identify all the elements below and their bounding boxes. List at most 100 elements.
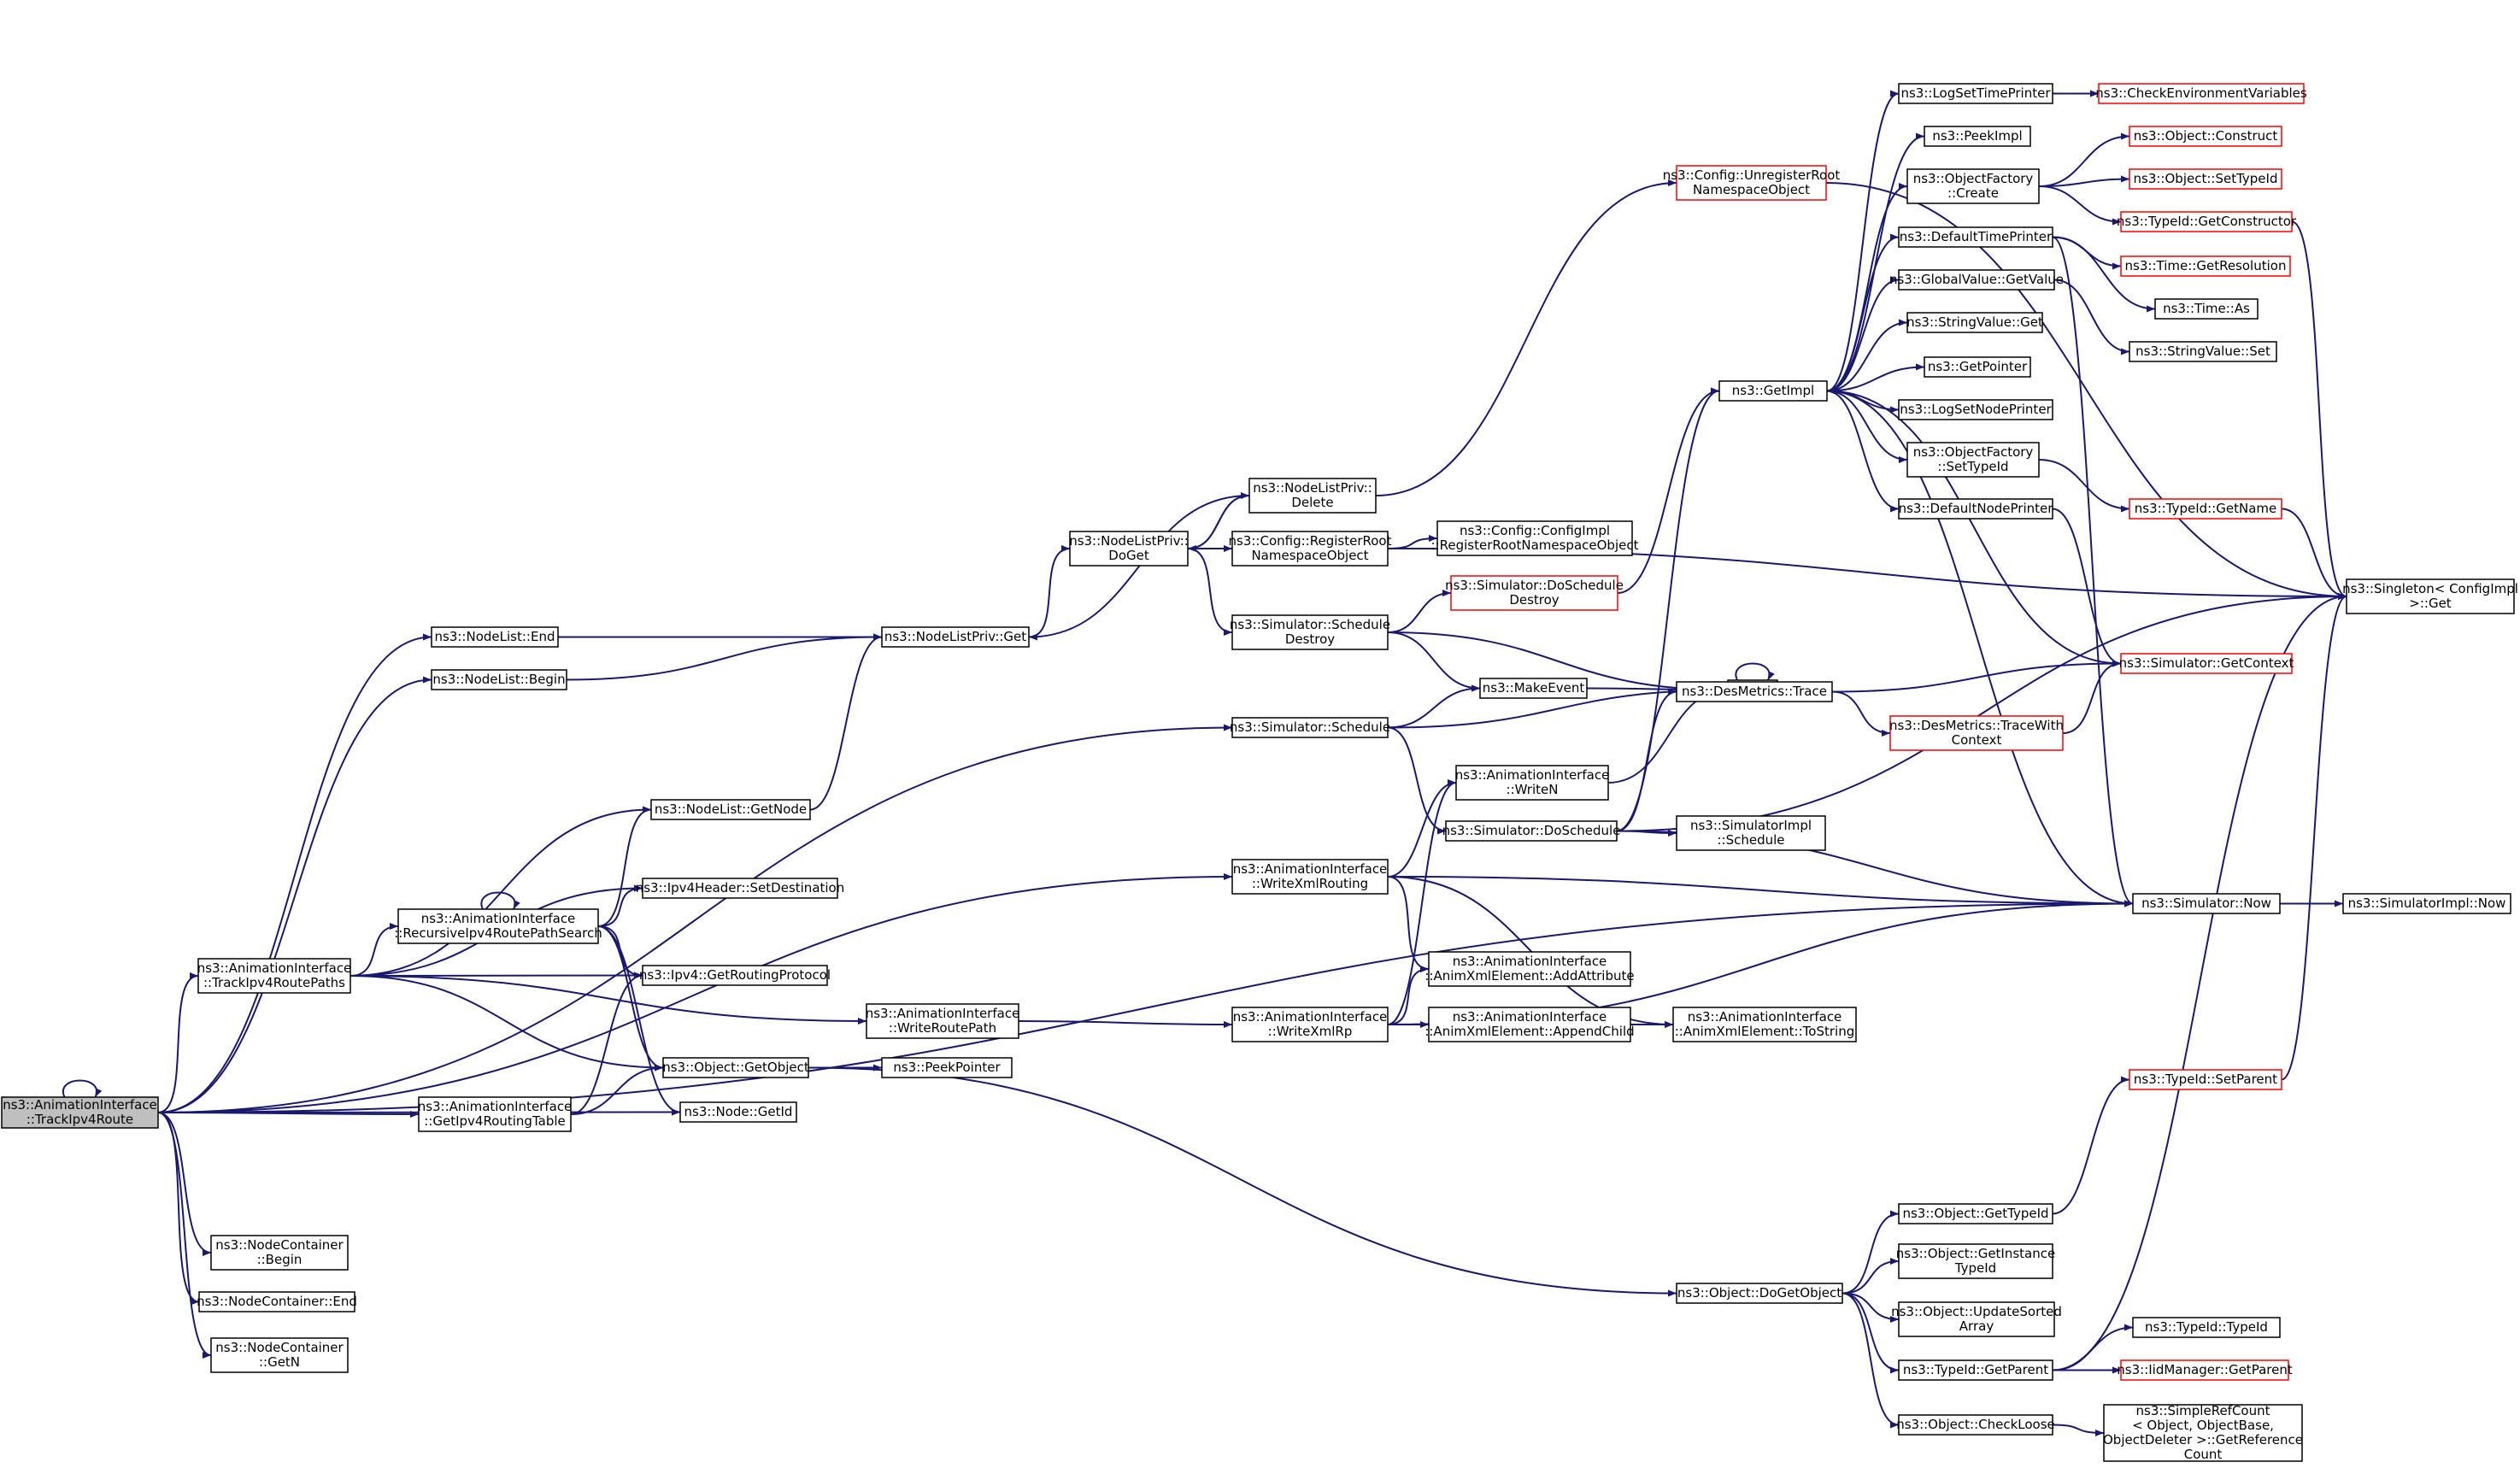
edge-obj-dogetobject-to-obj-updatesorted <box>1842 1292 1900 1323</box>
node-label: ns3::NodeContainer <box>215 1237 344 1253</box>
node-ipv4-getrp[interactable]: ns3::Ipv4::GetRoutingProtocol <box>639 965 831 986</box>
node-ai-trackpaths[interactable]: ns3::AnimationInterface::TrackIpv4RouteP… <box>197 958 352 994</box>
edge-root-to-nc-getn <box>157 1112 212 1359</box>
node-axe-addattr[interactable]: ns3::AnimationInterface::AnimXmlElement:… <box>1424 951 1635 987</box>
node-nlp-doget[interactable]: ns3::NodeListPriv::DoGet <box>1069 531 1189 567</box>
node-box <box>1906 312 2043 333</box>
node-nc-end[interactable]: ns3::NodeContainer::End <box>197 1291 357 1312</box>
node-ai-writeroutepath[interactable]: ns3::AnimationInterface::WriteRoutePath <box>866 1003 1020 1039</box>
node-nlp-get[interactable]: ns3::NodeListPriv::Get <box>881 626 1030 648</box>
edge-sim-doschedule-to-singleton-get <box>1616 593 2347 832</box>
node-axe-tostring[interactable]: ns3::AnimationInterface::AnimXmlElement:… <box>1672 1007 1857 1042</box>
node-typeid-getparent[interactable]: ns3::TypeId::GetParent <box>1898 1359 2053 1381</box>
edge-getimpl-to-defaulttimeprinter <box>1826 233 1900 392</box>
node-simimpl-schedule[interactable]: ns3::SimulatorImpl::Schedule <box>1676 815 1826 851</box>
node-ai-writen[interactable]: ns3::AnimationInterface::WriteN <box>1455 765 1610 801</box>
node-desm-trace[interactable]: ns3::DesMetrics::Trace <box>1676 681 1833 702</box>
node-simplerefcount[interactable]: ns3::SimpleRefCount< Object, ObjectBase,… <box>2103 1403 2303 1462</box>
node-nl-begin[interactable]: ns3::NodeList::Begin <box>431 669 567 690</box>
node-defaulttimeprinter[interactable]: ns3::DefaultTimePrinter <box>1898 226 2053 248</box>
node-label: ns3::NodeList::Begin <box>432 672 565 687</box>
node-logsetnodeprinter[interactable]: ns3::LogSetNodePrinter <box>1898 399 2053 420</box>
node-peekpointer[interactable]: ns3::PeekPointer <box>881 1057 1013 1078</box>
node-sim-doschedule[interactable]: ns3::Simulator::DoSchedule <box>1442 820 1621 842</box>
node-obj-construct[interactable]: ns3::Object::Construct <box>2129 126 2282 147</box>
node-time-as[interactable]: ns3::Time::As <box>2154 298 2259 320</box>
node-root[interactable]: ns3::AnimationInterface::TrackIpv4Route <box>1 1096 159 1129</box>
node-singleton-get[interactable]: ns3::Singleton< ConfigImpl>::Get <box>2342 578 2518 614</box>
node-checkenv[interactable]: ns3::CheckEnvironmentVariables <box>2095 83 2307 104</box>
node-cfg-unreg[interactable]: ns3::Config::UnregisterRootNamespaceObje… <box>1663 165 1841 201</box>
node-box <box>642 965 828 986</box>
node-label: ns3::ObjectFactory <box>1913 171 2034 186</box>
node-stringvalue-get[interactable]: ns3::StringValue::Get <box>1906 312 2043 333</box>
edge-getimpl-to-globalvalue-get <box>1826 276 1900 392</box>
node-getpointer[interactable]: ns3::GetPointer <box>1924 356 2031 378</box>
edge-getimpl-to-stringvalue-get <box>1826 319 1908 392</box>
node-cfg-reg[interactable]: ns3::Config::RegisterRootNamespaceObject <box>1229 531 1392 567</box>
node-label: ns3::NodeListPriv:: <box>1253 480 1372 496</box>
node-cfgimpl-reg[interactable]: ns3::Config::ConfigImpl::RegisterRootNam… <box>1431 520 1639 556</box>
node-obj-checkloose[interactable]: ns3::Object::CheckLoose <box>1896 1414 2055 1436</box>
node-typeid-getname[interactable]: ns3::TypeId::GetName <box>2129 498 2282 520</box>
node-label: NamespaceObject <box>1693 182 1810 197</box>
node-ai-writexmlrouting[interactable]: ns3::AnimationInterface::WriteXmlRouting <box>1231 859 1389 895</box>
node-label: ns3::Time::As <box>2163 301 2250 316</box>
node-time-getres[interactable]: ns3::Time::GetResolution <box>2120 255 2291 277</box>
node-ai-recursive[interactable]: ns3::AnimationInterface::RecursiveIpv4Ro… <box>394 908 602 944</box>
node-box <box>881 626 1030 648</box>
node-getimpl[interactable]: ns3::GetImpl <box>1718 380 1828 402</box>
node-peekimpl[interactable]: ns3::PeekImpl <box>1924 126 2031 147</box>
node-obj-gettypeid[interactable]: ns3::Object::GetTypeId <box>1898 1203 2053 1224</box>
node-obj-settypeid[interactable]: ns3::Object::SetTypeId <box>2129 168 2282 190</box>
node-box <box>1898 83 2053 104</box>
node-defaultnodeprinter[interactable]: ns3::DefaultNodePrinter <box>1898 498 2054 520</box>
node-label: ::RecursiveIpv4RoutePathSearch <box>394 925 602 941</box>
node-typeid-getctor[interactable]: ns3::TypeId::GetConstructor <box>2117 211 2297 232</box>
node-box <box>2098 83 2305 104</box>
node-stringvalue-set[interactable]: ns3::StringValue::Set <box>2129 341 2277 362</box>
edge-desm-trace-to-desm-tracewith <box>1831 690 1891 737</box>
edge-cfg-reg-to-cfgimpl-reg <box>1387 535 1438 549</box>
node-label: ns3::AnimationInterface <box>1455 767 1610 783</box>
edge-objfactory-create-to-obj-construct <box>2038 132 2130 187</box>
node-nc-begin[interactable]: ns3::NodeContainer::Begin <box>210 1235 349 1271</box>
node-nl-end[interactable]: ns3::NodeList::End <box>431 626 559 648</box>
node-label: ns3::GetImpl <box>1732 383 1814 398</box>
node-node-getid[interactable]: ns3::Node::GetId <box>679 1101 797 1123</box>
node-ipv4h-setdest[interactable]: ns3::Ipv4Header::SetDestination <box>636 878 845 899</box>
node-sim-getcontext[interactable]: ns3::Simulator::GetContext <box>2119 653 2294 674</box>
node-obj-getobject[interactable]: ns3::Object::GetObject <box>662 1057 809 1078</box>
node-nlp-delete[interactable]: ns3::NodeListPriv::Delete <box>1248 478 1377 514</box>
edge-sim-schedule-to-f <box>1387 686 1729 729</box>
node-logsettimeprinter[interactable]: ns3::LogSetTimePrinter <box>1898 83 2053 104</box>
node-globalvalue-get[interactable]: ns3::GlobalValue::GetValue <box>1889 269 2064 291</box>
node-objfactory-create[interactable]: ns3::ObjectFactory::Create <box>1906 168 2040 204</box>
node-iidmanager-getparent[interactable]: ns3::IidManager::GetParent <box>2117 1359 2293 1381</box>
node-nc-getn[interactable]: ns3::NodeContainer::GetN <box>210 1337 349 1373</box>
node-typeid-typeid[interactable]: ns3::TypeId::TypeId <box>2132 1317 2281 1338</box>
node-simimpl-now[interactable]: ns3::SimulatorImpl::Now <box>2342 893 2511 914</box>
node-make-event[interactable]: ns3::MakeEvent <box>1479 678 1588 699</box>
node-ai-getrt[interactable]: ns3::AnimationInterface::GetIpv4RoutingT… <box>418 1096 573 1132</box>
node-obj-dogetobject[interactable]: ns3::Object::DoGetObject <box>1676 1283 1843 1304</box>
node-label: ::Begin <box>257 1252 303 1267</box>
node-box <box>1924 356 2031 378</box>
node-ai-writexmlrp[interactable]: ns3::AnimationInterface::WriteXmlRp <box>1231 1007 1389 1042</box>
node-axe-appendchild[interactable]: ns3::AnimationInterface::AnimXmlElement:… <box>1424 1007 1635 1042</box>
node-sim-schedule[interactable]: ns3::Simulator::Schedule <box>1230 717 1390 738</box>
nodes-layer: ns3::AnimationInterface::TrackIpv4Routen… <box>1 83 2518 1462</box>
node-sim-now[interactable]: ns3::Simulator::Now <box>2132 893 2281 914</box>
node-box <box>397 908 599 944</box>
node-box <box>1479 678 1588 699</box>
node-nl-getnode[interactable]: ns3::NodeList::GetNode <box>650 799 811 820</box>
node-typeid-setparent[interactable]: ns3::TypeId::SetParent <box>2129 1069 2282 1090</box>
node-objfactory-settypeid[interactable]: ns3::ObjectFactory::SetTypeId <box>1906 442 2040 478</box>
edge-getimpl-to-objfactory-create <box>1826 183 1908 392</box>
